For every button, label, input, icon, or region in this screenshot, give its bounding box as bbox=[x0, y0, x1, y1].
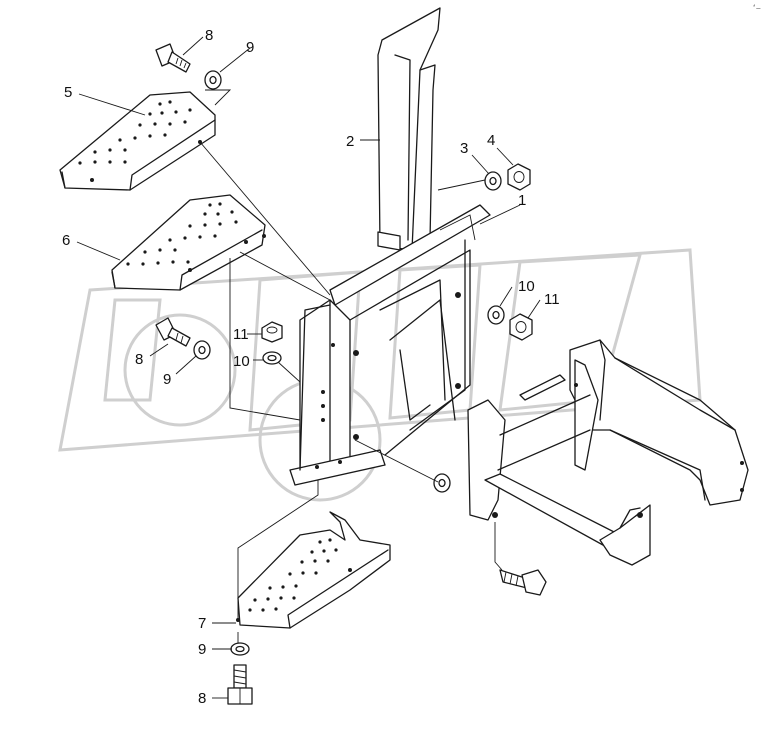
washer-9-bottom bbox=[230, 642, 250, 656]
washer-9-mid bbox=[193, 340, 211, 360]
callout-9-bottom: 9 bbox=[198, 641, 206, 658]
washer-10-mid bbox=[262, 351, 282, 365]
part-7-plate bbox=[236, 511, 391, 629]
washer-9-top bbox=[204, 70, 222, 90]
nut-11-right bbox=[509, 313, 533, 341]
callout-8-top: 8 bbox=[205, 27, 213, 44]
callout-labels: 1 2 3 4 5 6 7 8 8 8 9 9 9 10 10 11 11 bbox=[62, 27, 560, 707]
callout-8-mid: 8 bbox=[135, 351, 143, 368]
bracket-bolt bbox=[499, 569, 547, 596]
washer-10-right bbox=[487, 305, 505, 325]
bracket-assembly bbox=[467, 339, 749, 566]
callout-4: 4 bbox=[487, 132, 495, 149]
washer-3 bbox=[484, 171, 502, 191]
callout-9-mid: 9 bbox=[163, 371, 171, 388]
bolt-8-bottom bbox=[227, 664, 253, 705]
nut-4 bbox=[507, 163, 531, 191]
nut-11-mid bbox=[261, 321, 283, 343]
callout-10-right: 10 bbox=[518, 278, 535, 295]
part-1-frame bbox=[289, 204, 491, 486]
callout-1: 1 bbox=[518, 192, 526, 209]
callout-8-bottom: 8 bbox=[198, 690, 206, 707]
part-6-plate bbox=[111, 194, 266, 291]
washer-lower bbox=[433, 473, 451, 493]
callout-11-mid: 11 bbox=[233, 326, 249, 343]
callout-9-top: 9 bbox=[246, 39, 254, 56]
callout-11-right: 11 bbox=[544, 291, 560, 308]
callout-7: 7 bbox=[198, 615, 206, 632]
part-5-plate bbox=[59, 91, 216, 191]
part-2-bar bbox=[377, 7, 441, 251]
callout-6: 6 bbox=[62, 232, 70, 249]
callout-2: 2 bbox=[346, 133, 354, 150]
callout-3: 3 bbox=[460, 140, 468, 157]
corner-mark: ʻ— bbox=[752, 4, 761, 12]
bolt-8-top bbox=[155, 43, 191, 73]
callout-10-mid: 10 bbox=[233, 353, 250, 370]
callout-5: 5 bbox=[64, 84, 72, 101]
leader-lines bbox=[76, 36, 541, 699]
bolt-8-mid bbox=[155, 317, 191, 347]
